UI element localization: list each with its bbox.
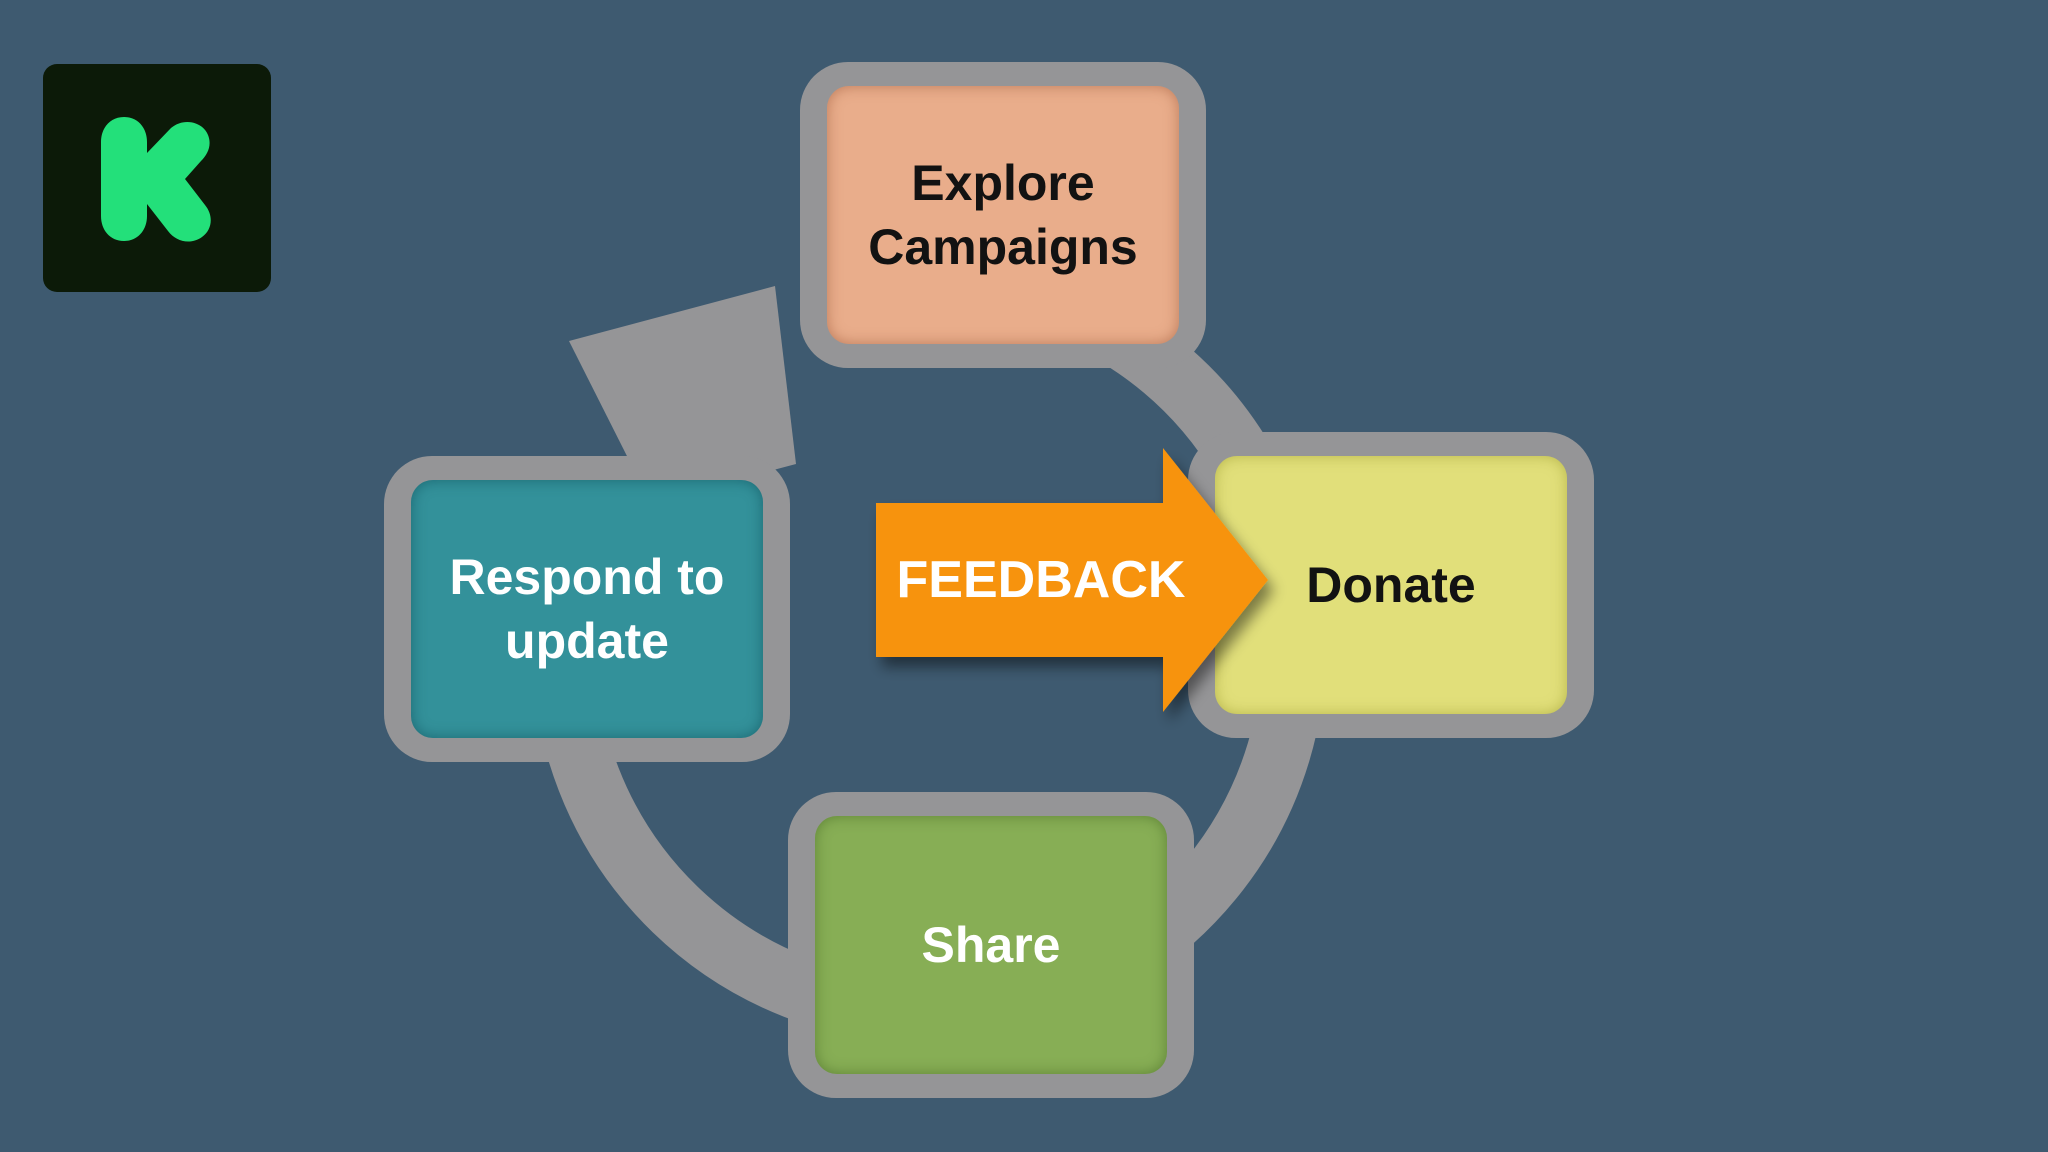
ring-arrowhead: [569, 286, 796, 482]
feedback-label: FEEDBACK: [896, 551, 1186, 609]
step-donate: Donate: [1215, 456, 1567, 714]
step-respond-to-update: Respond to update: [411, 480, 763, 738]
step-share-frame: Share: [788, 792, 1194, 1098]
kickstarter-logo: [43, 64, 271, 292]
step-explore-frame: Explore Campaigns: [800, 62, 1206, 368]
step-share: Share: [815, 816, 1167, 1074]
k-letter-icon: [101, 117, 211, 242]
step-explore-campaigns: Explore Campaigns: [827, 86, 1179, 344]
step-respond-frame: Respond to update: [384, 456, 790, 762]
feedback-arrow-shape: [876, 448, 1268, 712]
step-donate-frame: Donate: [1188, 432, 1594, 738]
